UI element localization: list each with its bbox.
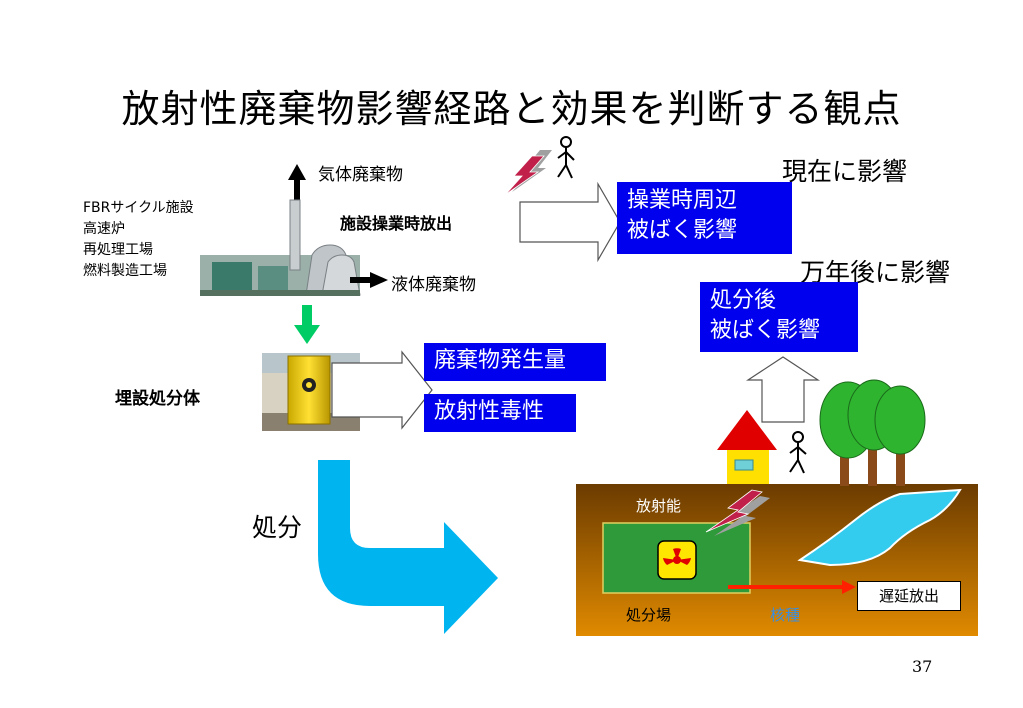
facility-item-fbr: FBRサイクル施設 bbox=[83, 200, 194, 216]
lightning-icon-top bbox=[504, 150, 552, 196]
person-icon-ground bbox=[789, 431, 807, 474]
river bbox=[797, 488, 962, 567]
nuclide-label: 核種 bbox=[770, 606, 801, 624]
facility-item-reactor: 高速炉 bbox=[83, 221, 125, 237]
trees-icon bbox=[819, 379, 926, 486]
toxicity-text: 放射性毒性 bbox=[434, 399, 545, 424]
hollow-arrow-operation bbox=[519, 181, 621, 263]
operation-exposure-line1: 操業時周辺 bbox=[627, 188, 738, 213]
disposal-exposure-line2: 被ばく影響 bbox=[710, 318, 821, 343]
radiation-icon bbox=[657, 540, 697, 580]
repository-label: 処分場 bbox=[626, 606, 672, 624]
release-arrow bbox=[728, 580, 856, 594]
operation-exposure-line2: 被ばく影響 bbox=[627, 218, 738, 243]
waste-body-label: 埋設処分体 bbox=[115, 389, 200, 409]
house-icon bbox=[717, 410, 777, 484]
green-down-arrow bbox=[294, 305, 320, 344]
lightning-icon-ground bbox=[705, 489, 770, 536]
disposal-label: 処分 bbox=[252, 513, 303, 542]
hollow-arrow-up bbox=[745, 356, 821, 423]
facility-item-reprocessing: 再処理工場 bbox=[83, 242, 153, 258]
delayed-release-box: 遅延放出 bbox=[857, 581, 961, 611]
facility-list: FBRサイクル施設 高速炉 再処理工場 燃料製造工場 bbox=[83, 198, 194, 282]
person-icon-top bbox=[557, 136, 575, 179]
disposal-exposure-box: 処分後 被ばく影響 bbox=[700, 282, 858, 352]
operation-release-label: 施設操業時放出 bbox=[340, 214, 453, 233]
present-impact-label: 現在に影響 bbox=[782, 157, 908, 186]
waste-amount-text: 廃棄物発生量 bbox=[434, 348, 567, 373]
operation-exposure-box: 操業時周辺 被ばく影響 bbox=[617, 182, 792, 254]
disposal-exposure-line1: 処分後 bbox=[710, 288, 777, 313]
disposal-arrow bbox=[318, 460, 498, 634]
gas-waste-label: 気体廃棄物 bbox=[318, 165, 403, 185]
hollow-arrow-waste bbox=[331, 350, 433, 430]
liquid-arrow bbox=[350, 272, 388, 288]
liquid-waste-label: 液体廃棄物 bbox=[391, 275, 476, 295]
facility-item-fuel: 燃料製造工場 bbox=[83, 263, 167, 279]
waste-amount-box: 廃棄物発生量 bbox=[424, 343, 606, 381]
gas-arrow bbox=[288, 164, 306, 210]
toxicity-box: 放射性毒性 bbox=[424, 394, 576, 432]
radioactivity-label: 放射能 bbox=[636, 497, 682, 515]
page-title: 放射性廃棄物影響経路と効果を判断する観点 bbox=[121, 87, 902, 131]
plant-illustration bbox=[200, 199, 361, 296]
page-number: 37 bbox=[912, 657, 933, 676]
